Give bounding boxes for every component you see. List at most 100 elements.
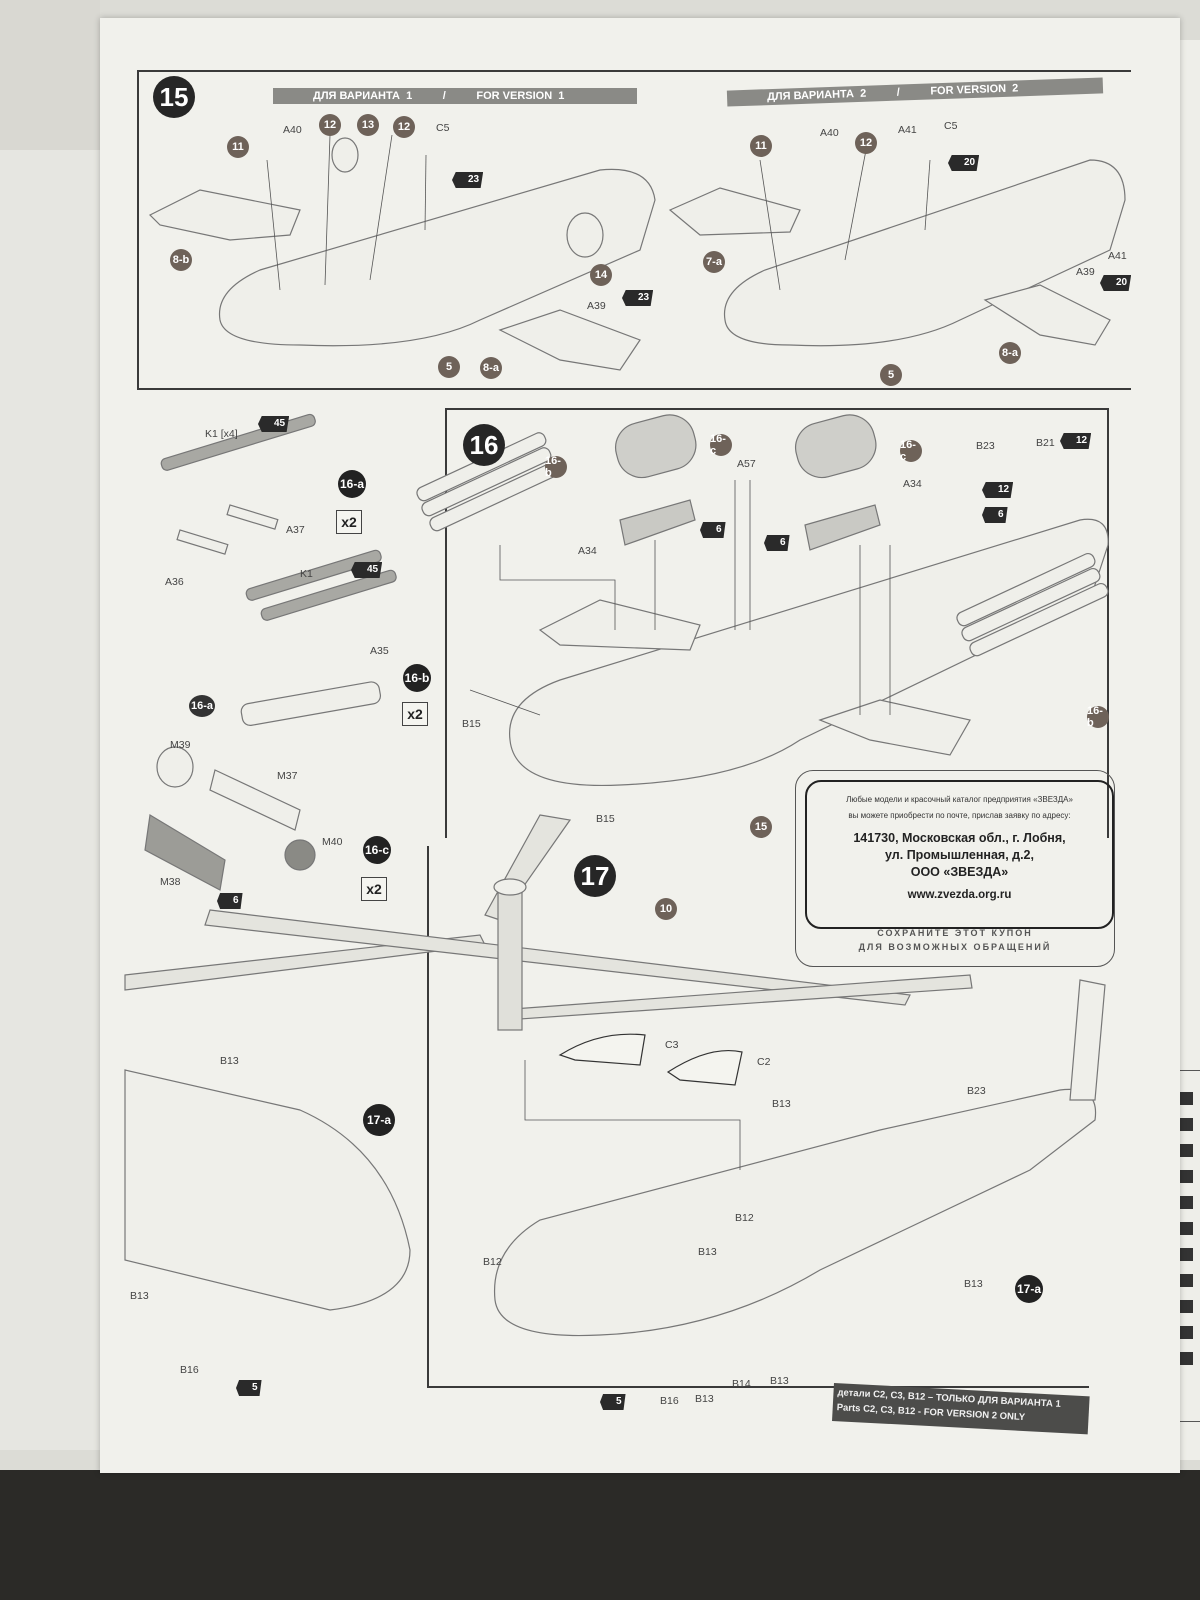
part-label-b13: B13 <box>698 1246 717 1258</box>
part-label-c5: C5 <box>944 120 958 132</box>
helicopter-body-17a <box>124 1069 411 1311</box>
tail-fin-17 <box>1069 979 1106 1101</box>
sub-step-16b-badge: 16-b <box>403 664 431 692</box>
paint-star-6: 6 <box>982 507 1008 523</box>
paint-star-23: 23 <box>622 290 654 306</box>
step-17-badge: 17 <box>574 855 616 897</box>
wing-16-left <box>538 599 701 651</box>
helicopter-body-v1 <box>218 168 656 347</box>
callout-5: 5 <box>880 364 902 386</box>
part-m39 <box>156 746 194 788</box>
multiplier-x2: x2 <box>402 702 428 726</box>
paint-star-20: 20 <box>1100 275 1132 291</box>
part-label-a34: A34 <box>903 478 922 490</box>
tube-k1-b <box>245 549 382 601</box>
paint-star-5: 5 <box>236 1380 262 1396</box>
tube-k1-c <box>260 569 397 621</box>
coupon-line-1: Любые модели и красочный каталог предпри… <box>846 795 1073 804</box>
callout-7a: 7-a <box>703 251 725 273</box>
part-label-a40: A40 <box>820 127 839 139</box>
multiplier-x2: x2 <box>361 877 387 901</box>
paint-star-6: 6 <box>700 522 726 538</box>
step-15-badge: 15 <box>153 76 195 118</box>
coupon-intro: Любые модели и красочный каталог предпри… <box>807 792 1112 824</box>
rack-a37 <box>226 504 279 530</box>
background-top-left <box>0 0 100 150</box>
rocket-pod-16b-right <box>956 552 1109 657</box>
paint-star-12: 12 <box>1060 433 1092 449</box>
part-label-b12: B12 <box>483 1256 502 1268</box>
helicopter-body-16 <box>509 518 1109 787</box>
part-label-a34: A34 <box>578 545 597 557</box>
part-label-a35: A35 <box>370 645 389 657</box>
part-label-a36: A36 <box>165 576 184 588</box>
pod-16a-assembly <box>240 681 382 726</box>
rotor-blade-2 <box>204 909 911 1006</box>
part-label-a41: A41 <box>1108 250 1127 262</box>
coupon-line-2: вы можете приобрести по почте, прислав з… <box>848 811 1071 820</box>
callout-8a: 8-a <box>480 357 502 379</box>
part-label-m38: M38 <box>160 876 181 888</box>
ref-16b: 16-b <box>1087 705 1109 729</box>
part-label-b15: B15 <box>596 813 615 825</box>
table-surface <box>0 1470 1200 1600</box>
coupon-note-2: ДЛЯ ВОЗМОЖНЫХ ОБРАЩЕНИЙ <box>858 942 1052 952</box>
background-left <box>0 150 100 1450</box>
paint-star-20: 20 <box>948 155 980 171</box>
part-label-b13: B13 <box>695 1393 714 1405</box>
part-label-b13: B13 <box>770 1375 789 1387</box>
part-label-c2: C2 <box>757 1056 771 1068</box>
callout-11: 11 <box>227 136 249 158</box>
step-16-frame <box>445 408 1109 838</box>
part-label-b14: B14 <box>732 1378 751 1390</box>
part-label-b12: B12 <box>735 1212 754 1224</box>
paint-star-45: 45 <box>258 416 290 432</box>
part-label-a41: A41 <box>898 124 917 136</box>
part-label-m39: M39 <box>170 739 191 751</box>
callout-8b: 8-b <box>170 249 192 271</box>
part-m40 <box>284 839 316 871</box>
rocket-pod-16c-a <box>615 414 697 479</box>
ref-16a: 16-a <box>189 695 215 717</box>
coupon-address-3: ООО «ЗВЕЗДА» <box>910 865 1009 879</box>
version-1-banner: ДЛЯ ВАРИАНТА 1 / FOR VERSION 1 <box>273 88 637 104</box>
ref-16b: 16-b <box>545 455 567 479</box>
part-label-b13: B13 <box>220 1055 239 1067</box>
part-label-b21: B21 <box>1036 437 1055 449</box>
helicopter-body-17 <box>493 1088 1097 1337</box>
part-label-b13: B13 <box>964 1278 983 1290</box>
callout-12: 12 <box>855 132 877 154</box>
coupon-address-2: ул. Промышленная, д.2, <box>885 848 1034 862</box>
part-label-m40: M40 <box>322 836 343 848</box>
rotor-mast <box>497 889 523 1031</box>
part-label-b13: B13 <box>130 1290 149 1302</box>
part-label-b13: B13 <box>772 1098 791 1110</box>
wheel-13 <box>331 137 359 173</box>
wheel-14 <box>566 212 604 258</box>
wing-16-right <box>818 699 971 756</box>
ref-15: 15 <box>750 816 772 838</box>
wing-right-v1 <box>498 309 641 371</box>
paint-star-6: 6 <box>217 893 243 909</box>
callout-11: 11 <box>750 135 772 157</box>
part-label-b16: B16 <box>180 1364 199 1376</box>
ref-16c: 16-c <box>900 439 922 463</box>
rocket-pod-16c-b <box>795 414 877 479</box>
part-label-c5: C5 <box>436 122 450 134</box>
callout-5: 5 <box>438 356 460 378</box>
part-label-b16: B16 <box>660 1395 679 1407</box>
part-label-a39: A39 <box>1076 266 1095 278</box>
paint-star-6: 6 <box>764 535 790 551</box>
multiplier-x2: x2 <box>336 510 362 534</box>
part-label-a39: A39 <box>587 300 606 312</box>
step-17-frame <box>427 846 1089 1388</box>
canopy-c3 <box>558 1033 646 1066</box>
pylon-a34-left <box>619 499 696 546</box>
sub-step-16c-badge: 16-c <box>363 836 391 864</box>
part-m37 <box>209 769 301 831</box>
part-label-c3: C3 <box>665 1039 679 1051</box>
wing-left-v1 <box>148 189 301 241</box>
part-m38 <box>144 814 226 891</box>
rocket-pod-16b-left <box>416 432 560 532</box>
